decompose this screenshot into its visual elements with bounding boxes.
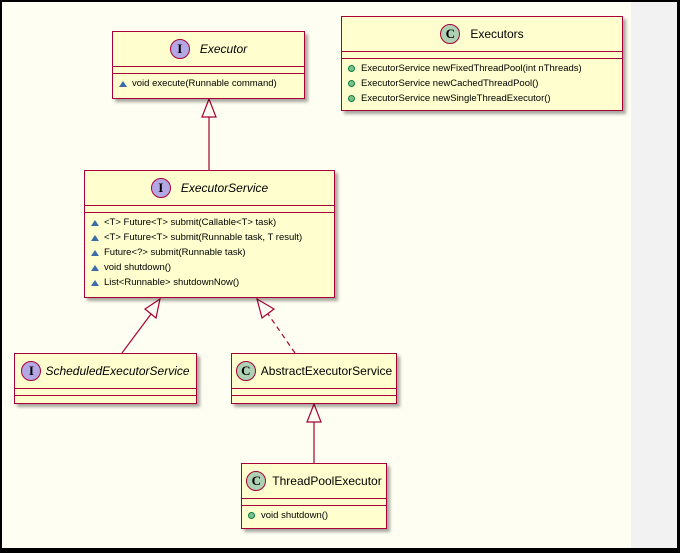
- class-badge-icon: C: [235, 361, 256, 381]
- class-name: ThreadPoolExecutor: [272, 474, 382, 488]
- class-name: ExecutorService: [180, 181, 269, 195]
- method-list: ExecutorService newFixedThreadPool(int n…: [342, 58, 622, 109]
- edge-scheduled-executorservice: [121, 313, 152, 354]
- package-visibility-icon: [91, 234, 99, 241]
- side-strip: [631, 2, 677, 548]
- method-signature: Future<?> submit(Runnable task): [104, 247, 246, 258]
- class-header: C AbstractExecutorService: [232, 354, 396, 388]
- class-name: ScheduledExecutorService: [45, 364, 190, 378]
- method-signature: List<Runnable> shutdownNow(): [104, 277, 240, 288]
- method-signature: <T> Future<T> submit(Runnable task, T re…: [104, 232, 303, 243]
- method-signature: ExecutorService newCachedThreadPool(): [361, 78, 539, 89]
- arrowhead-threadpool: [306, 402, 322, 423]
- class-executors[interactable]: C Executors ExecutorService newFixedThre…: [341, 16, 623, 111]
- method-list: <T> Future<T> submit(Callable<T> task) <…: [85, 212, 334, 293]
- method-row: Future<?> submit(Runnable task): [91, 245, 334, 260]
- public-visibility-icon: [348, 65, 355, 72]
- package-visibility-icon: [91, 219, 99, 226]
- package-visibility-icon: [119, 80, 127, 87]
- interface-badge-icon: I: [169, 39, 190, 59]
- method-signature: void shutdown(): [104, 262, 172, 273]
- method-row: ExecutorService newCachedThreadPool(): [348, 76, 622, 91]
- method-row: void execute(Runnable command): [119, 76, 304, 91]
- method-signature: <T> Future<T> submit(Callable<T> task): [104, 217, 277, 228]
- public-visibility-icon: [348, 80, 355, 87]
- method-list: void shutdown(): [242, 505, 386, 526]
- arrowhead-executor: [201, 97, 217, 118]
- method-signature: ExecutorService newFixedThreadPool(int n…: [361, 63, 582, 74]
- method-row: void shutdown(): [248, 508, 386, 523]
- method-row: <T> Future<T> submit(Runnable task, T re…: [91, 230, 334, 245]
- class-abstract-executor-service[interactable]: C AbstractExecutorService: [231, 353, 397, 404]
- class-scheduled-executor-service[interactable]: I ScheduledExecutorService: [14, 353, 197, 404]
- method-row: List<Runnable> shutdownNow(): [91, 275, 334, 290]
- method-list: void execute(Runnable command): [113, 73, 304, 94]
- method-signature: void execute(Runnable command): [132, 78, 277, 89]
- class-header: C ThreadPoolExecutor: [242, 464, 386, 498]
- public-visibility-icon: [248, 512, 255, 519]
- class-header: I ScheduledExecutorService: [15, 354, 196, 388]
- package-visibility-icon: [91, 264, 99, 271]
- class-header: I ExecutorService: [85, 171, 334, 205]
- class-thread-pool-executor[interactable]: C ThreadPoolExecutor void shutdown(): [241, 463, 387, 529]
- method-row: ExecutorService newSingleThreadExecutor(…: [348, 91, 622, 106]
- public-visibility-icon: [348, 95, 355, 102]
- interface-badge-icon: I: [21, 361, 42, 381]
- class-name: AbstractExecutorService: [260, 364, 393, 378]
- method-signature: void shutdown(): [261, 510, 329, 521]
- edge-abstract-executorservice: [267, 313, 296, 354]
- package-visibility-icon: [91, 279, 99, 286]
- class-executor-service[interactable]: I ExecutorService <T> Future<T> submit(C…: [84, 170, 335, 298]
- method-row: ExecutorService newFixedThreadPool(int n…: [348, 61, 622, 76]
- class-header: I Executor: [113, 32, 304, 66]
- class-name: Executor: [199, 42, 248, 56]
- interface-badge-icon: I: [150, 178, 171, 198]
- arrowhead-abstract: [256, 297, 276, 320]
- class-name: Executors: [470, 27, 524, 41]
- method-signature: ExecutorService newSingleThreadExecutor(…: [361, 93, 551, 104]
- class-executor[interactable]: I Executor void execute(Runnable command…: [112, 31, 305, 99]
- class-badge-icon: C: [440, 24, 461, 44]
- arrowhead-scheduled: [143, 297, 161, 320]
- package-visibility-icon: [91, 249, 99, 256]
- class-badge-icon: C: [246, 471, 267, 491]
- class-header: C Executors: [342, 17, 622, 51]
- method-row: void shutdown(): [91, 260, 334, 275]
- method-row: <T> Future<T> submit(Callable<T> task): [91, 215, 334, 230]
